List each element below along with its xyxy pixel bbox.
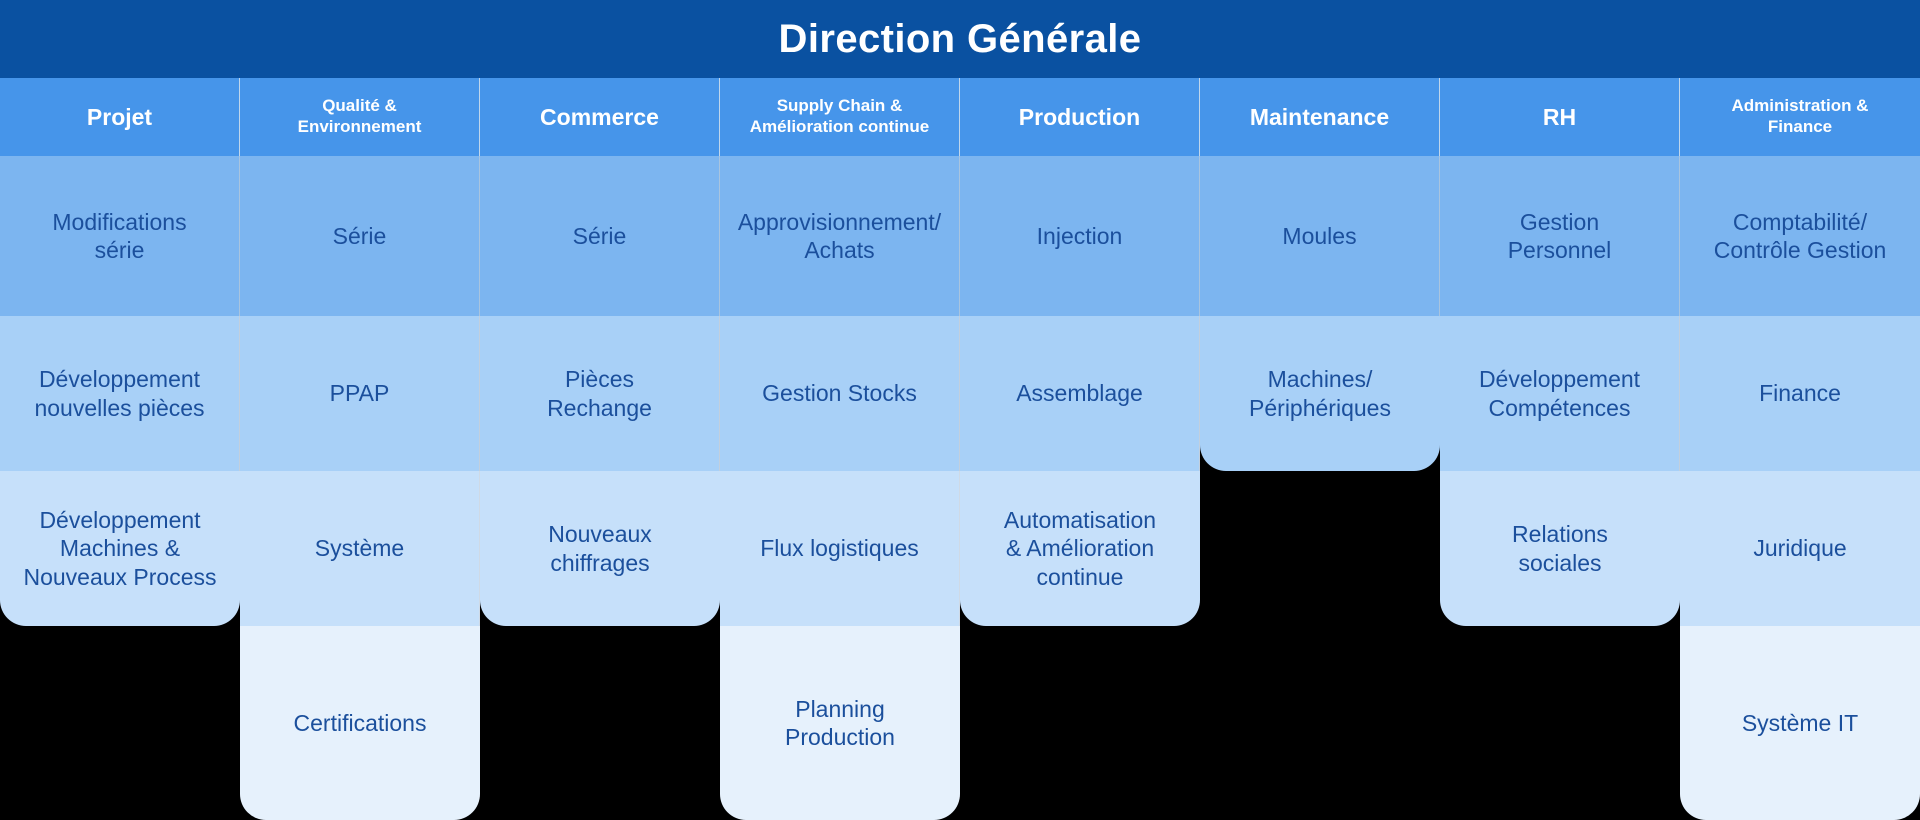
cell-label: Système IT	[1741, 709, 1859, 736]
cell-label: Modifications série	[52, 208, 187, 263]
cell-rh-4-empty	[1440, 626, 1680, 820]
cell-label: Système	[314, 535, 405, 562]
cell-label: Pièces Rechange	[547, 366, 652, 421]
cell-qualite-4[interactable]: Certifications	[240, 626, 480, 820]
cell-production-1[interactable]: Injection	[960, 156, 1200, 316]
cell-commerce-2[interactable]: Pièces Rechange	[480, 316, 720, 471]
cell-label: Développement nouvelles pièces	[34, 366, 205, 421]
column-header-projet[interactable]: Projet	[0, 78, 240, 156]
cell-qualite-2[interactable]: PPAP	[240, 316, 480, 471]
column-header-maintenance[interactable]: Maintenance	[1200, 78, 1440, 156]
cell-label: Flux logistiques	[760, 535, 919, 562]
cell-label: Gestion Stocks	[762, 380, 917, 407]
column-header-commerce[interactable]: Commerce	[480, 78, 720, 156]
cell-label: Planning Production	[785, 695, 895, 750]
org-grid: Projet Qualité & Environnement Commerce …	[0, 78, 1920, 820]
cell-production-4-empty	[960, 626, 1200, 820]
column-header-label: Maintenance	[1249, 103, 1390, 130]
cell-rh-3[interactable]: Relations sociales	[1440, 471, 1680, 626]
cell-projet-4-empty	[0, 626, 240, 820]
cell-maintenance-3-empty	[1200, 471, 1440, 626]
cell-supply-chain-1[interactable]: Approvisionnement/ Achats	[720, 156, 960, 316]
cell-label: Approvisionnement/ Achats	[737, 208, 942, 263]
cell-administration-2[interactable]: Finance	[1680, 316, 1920, 471]
cell-label: Injection	[1036, 222, 1123, 249]
cell-projet-2[interactable]: Développement nouvelles pièces	[0, 316, 240, 471]
column-header-label: Production	[1018, 103, 1141, 130]
column-header-production[interactable]: Production	[960, 78, 1200, 156]
cell-production-2[interactable]: Assemblage	[960, 316, 1200, 471]
cell-supply-chain-3[interactable]: Flux logistiques	[720, 471, 960, 626]
cell-label: Développement Compétences	[1478, 366, 1641, 421]
cell-label: Certifications	[293, 709, 427, 736]
column-header-rh[interactable]: RH	[1440, 78, 1680, 156]
cell-commerce-1[interactable]: Série	[480, 156, 720, 316]
cell-label: Machines/ Périphériques	[1249, 366, 1391, 421]
cell-label: PPAP	[329, 380, 390, 407]
column-header-administration-finance[interactable]: Administration & Finance	[1680, 78, 1920, 156]
direction-generale-banner: Direction Générale	[0, 0, 1920, 78]
cell-label: Automatisation & Amélioration continue	[1003, 507, 1157, 590]
cell-label: Série	[332, 222, 387, 249]
column-header-label: Supply Chain & Amélioration continue	[749, 96, 930, 136]
cell-label: Relations sociales	[1512, 521, 1608, 576]
cell-label: Finance	[1759, 380, 1841, 407]
cell-administration-3[interactable]: Juridique	[1680, 471, 1920, 626]
cell-label: Nouveaux chiffrages	[548, 521, 652, 576]
cell-rh-2[interactable]: Développement Compétences	[1440, 316, 1680, 471]
cell-administration-1[interactable]: Comptabilité/ Contrôle Gestion	[1680, 156, 1920, 316]
column-header-supply-chain[interactable]: Supply Chain & Amélioration continue	[720, 78, 960, 156]
cell-production-3[interactable]: Automatisation & Amélioration continue	[960, 471, 1200, 626]
column-header-label: Projet	[86, 103, 153, 130]
cell-qualite-1[interactable]: Série	[240, 156, 480, 316]
column-header-label: Commerce	[540, 103, 659, 130]
column-header-qualite-environnement[interactable]: Qualité & Environnement	[240, 78, 480, 156]
cell-administration-4[interactable]: Système IT	[1680, 626, 1920, 820]
cell-label: Série	[572, 222, 627, 249]
cell-maintenance-1[interactable]: Moules	[1200, 156, 1440, 316]
cell-label: Développement Machines & Nouveaux Proces…	[23, 507, 217, 590]
cell-rh-1[interactable]: Gestion Personnel	[1440, 156, 1680, 316]
column-header-label: Administration & Finance	[1731, 96, 1869, 136]
cell-maintenance-4-empty	[1200, 626, 1440, 820]
cell-commerce-4-empty	[480, 626, 720, 820]
cell-maintenance-2[interactable]: Machines/ Périphériques	[1200, 316, 1440, 471]
cell-label: Comptabilité/ Contrôle Gestion	[1713, 208, 1887, 263]
cell-projet-1[interactable]: Modifications série	[0, 156, 240, 316]
column-header-label: Qualité & Environnement	[297, 96, 422, 136]
cell-label: Moules	[1282, 222, 1357, 249]
page-title: Direction Générale	[778, 17, 1142, 61]
cell-label: Assemblage	[1016, 380, 1143, 407]
cell-commerce-3[interactable]: Nouveaux chiffrages	[480, 471, 720, 626]
cell-label: Juridique	[1753, 535, 1847, 562]
cell-qualite-3[interactable]: Système	[240, 471, 480, 626]
cell-label: Gestion Personnel	[1507, 208, 1612, 263]
cell-projet-3[interactable]: Développement Machines & Nouveaux Proces…	[0, 471, 240, 626]
cell-supply-chain-2[interactable]: Gestion Stocks	[720, 316, 960, 471]
cell-supply-chain-4[interactable]: Planning Production	[720, 626, 960, 820]
column-header-label: RH	[1542, 103, 1577, 130]
